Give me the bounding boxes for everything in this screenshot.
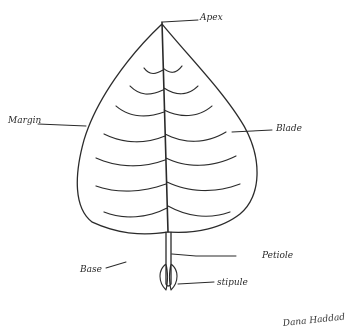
label-blade: Blade bbox=[276, 125, 302, 134]
label-petiole: Petiole bbox=[262, 252, 293, 261]
label-margin: Margin bbox=[8, 117, 41, 126]
label-apex: Apex bbox=[200, 14, 223, 23]
veins-right bbox=[163, 66, 240, 216]
midrib bbox=[162, 22, 168, 232]
leader-lines bbox=[38, 20, 272, 284]
petiole bbox=[166, 232, 171, 286]
label-base: Base bbox=[80, 266, 102, 275]
label-stipule: stipule bbox=[217, 279, 248, 288]
